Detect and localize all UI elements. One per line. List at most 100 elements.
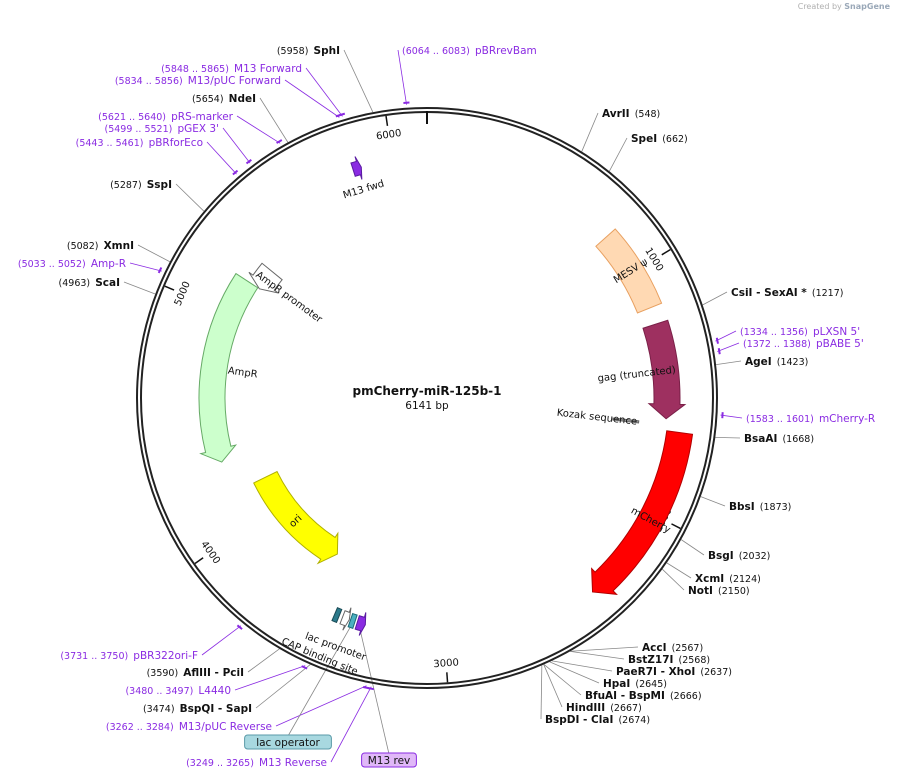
feature-lac-operator[interactable] bbox=[347, 612, 358, 629]
enzyme-leader-bsgi bbox=[680, 539, 705, 556]
scale-tick-6000 bbox=[385, 115, 389, 126]
scale-label-3000: 3000 bbox=[433, 657, 459, 670]
primer-label-pbr322ori-f[interactable]: (3731 .. 3750) pBR322ori-F bbox=[60, 644, 198, 663]
primer-site-plxsn-5 bbox=[715, 337, 719, 344]
enzyme-label-scai[interactable]: (4963) ScaI bbox=[59, 271, 120, 290]
feature-m13-fwd[interactable] bbox=[350, 156, 363, 180]
enzyme-label-noti[interactable]: NotI (2150) bbox=[688, 579, 750, 598]
enzyme-leader-hpai bbox=[549, 661, 600, 684]
enzyme-leader-xcmi bbox=[666, 562, 692, 579]
primer-label-m13-reverse[interactable]: (3249 .. 3265) M13 Reverse bbox=[186, 751, 327, 770]
primer-label-prs-marker[interactable]: (5621 .. 5640) pRS-marker bbox=[98, 105, 234, 124]
credit-prefix: Created by bbox=[797, 2, 842, 11]
primer-site-pbabe-5 bbox=[717, 348, 721, 355]
primer-label-plxsn-5[interactable]: (1334 .. 1356) pLXSN 5' bbox=[740, 320, 860, 339]
feature-lac-promoter[interactable] bbox=[339, 607, 352, 631]
enzyme-leader-sspi bbox=[175, 183, 205, 212]
enzyme-leader-xmni bbox=[137, 244, 171, 263]
primer-label-pbabe-5[interactable]: (1372 .. 1388) pBABE 5' bbox=[743, 332, 864, 351]
primer-label-pbrforeco[interactable]: (5443 .. 5461) pBRforEco bbox=[76, 131, 203, 150]
enzyme-label-bspqi-sapi[interactable]: (3474) BspQI - SapI bbox=[143, 697, 252, 716]
enzyme-label-afliii-pcii[interactable]: (3590) AflIII - PciI bbox=[147, 661, 244, 680]
primer-site-prs-marker bbox=[276, 139, 283, 144]
primer-leader-prs-marker bbox=[236, 115, 281, 144]
feature-ampr-promoter[interactable] bbox=[248, 262, 283, 294]
enzyme-label-spei[interactable]: SpeI (662) bbox=[631, 127, 688, 146]
primer-leader-pbrrevbam bbox=[397, 49, 407, 105]
enzyme-leader-sphi bbox=[343, 49, 374, 113]
enzyme-leader-ndei bbox=[259, 97, 289, 143]
box-label-m13-rev: M13 rev bbox=[368, 755, 411, 767]
snapgene-brand: SnapGene bbox=[844, 2, 890, 11]
feature-mcherry[interactable] bbox=[591, 430, 694, 596]
enzyme-label-bbsi[interactable]: BbsI (1873) bbox=[729, 495, 791, 514]
enzyme-label-bsaai[interactable]: BsaAI (1668) bbox=[744, 427, 814, 446]
enzyme-leader-spei bbox=[609, 137, 628, 172]
enzyme-label-paer7i-xhoi[interactable]: PaeR7I - XhoI (2637) bbox=[616, 660, 732, 679]
enzyme-leader-afliii-pcii bbox=[247, 648, 280, 673]
enzyme-leader-avrii bbox=[581, 112, 599, 152]
feature-kozak-sequence[interactable] bbox=[612, 417, 640, 424]
primer-leader-m13-puc-reverse bbox=[275, 685, 367, 727]
primer-label-l4440[interactable]: (3480 .. 3497) L4440 bbox=[125, 679, 231, 698]
primer-label-m13-puc-reverse[interactable]: (3262 .. 3284) M13/pUC Reverse bbox=[106, 715, 272, 734]
enzyme-label-acci[interactable]: AccI (2567) bbox=[642, 636, 703, 655]
primer-label-mcherry-r[interactable]: (1583 .. 1601) mCherry-R bbox=[746, 407, 875, 426]
feature-label-ampr: AmpR bbox=[227, 366, 258, 381]
primer-leader-mcherry-r bbox=[720, 414, 743, 419]
box-lac-operator[interactable] bbox=[244, 734, 332, 750]
enzyme-label-ndei[interactable]: (5654) NdeI bbox=[192, 87, 256, 106]
scale-tick-3000 bbox=[446, 672, 449, 683]
enzyme-leader-bstz17i bbox=[570, 650, 625, 660]
enzyme-label-xcmi[interactable]: XcmI (2124) bbox=[695, 567, 761, 586]
feature-ampr[interactable] bbox=[198, 272, 259, 463]
primer-leader-l4440 bbox=[234, 665, 306, 691]
enzyme-leader-paer7i-xhoi bbox=[551, 660, 613, 672]
primer-site-l4440 bbox=[301, 665, 308, 670]
scale-tick-4000 bbox=[194, 557, 204, 565]
enzyme-label-xmni[interactable]: (5082) XmnI bbox=[67, 234, 134, 253]
primer-label-m13-puc-forward[interactable]: (5834 .. 5856) M13/pUC Forward bbox=[115, 69, 281, 88]
primer-label-m13-forward[interactable]: (5848 .. 5865) M13 Forward bbox=[161, 57, 302, 76]
enzyme-label-bspdi-clai[interactable]: BspDI - ClaI (2674) bbox=[545, 708, 650, 727]
primer-leader-plxsn-5 bbox=[715, 330, 737, 342]
primer-label-pgex-3[interactable]: (5499 .. 5521) pGEX 3' bbox=[105, 117, 220, 136]
feature-m13-rev[interactable] bbox=[354, 612, 367, 636]
enzyme-label-bstz17i[interactable]: BstZ17I (2568) bbox=[628, 648, 710, 667]
enzyme-leader-bspqi-sapi bbox=[255, 664, 311, 709]
primer-label-pbrrevbam[interactable]: (6064 .. 6083) pBRrevBam bbox=[402, 39, 537, 58]
feature-mesv[interactable] bbox=[595, 228, 663, 314]
scale-tick-1000 bbox=[661, 248, 671, 256]
scale-tick-2000 bbox=[671, 523, 681, 530]
primer-label-amp-r[interactable]: (5033 .. 5052) Amp-R bbox=[18, 252, 126, 271]
scale-label-5000: 5000 bbox=[173, 280, 193, 308]
enzyme-label-avrii[interactable]: AvrII (548) bbox=[602, 102, 660, 121]
feature-label-ampr-promoter: AmpR promoter bbox=[253, 270, 324, 326]
feature-label-m13-fwd: M13 fwd bbox=[342, 178, 386, 201]
enzyme-label-csii-sexai[interactable]: CsiI - SexAI * (1217) bbox=[731, 281, 843, 300]
enzyme-leader-bspdi-clai bbox=[540, 665, 543, 720]
enzyme-label-sspi[interactable]: (5287) SspI bbox=[110, 173, 172, 192]
primer-leader-pgex-3 bbox=[222, 127, 251, 164]
primer-leader-m13-puc-forward bbox=[284, 79, 340, 118]
enzyme-leader-bfuai-bspmi bbox=[543, 664, 582, 696]
feature-cap-binding-site[interactable] bbox=[331, 607, 343, 624]
primer-leader-pbrforeco bbox=[206, 141, 237, 175]
primer-site-amp-r bbox=[157, 267, 163, 274]
box-m13-rev[interactable] bbox=[361, 752, 417, 768]
enzyme-label-agei[interactable]: AgeI (1423) bbox=[745, 350, 808, 369]
feature-gag-truncated[interactable] bbox=[642, 319, 687, 420]
enzyme-leader-scai bbox=[123, 281, 156, 295]
box-leader-lac-operator bbox=[287, 625, 352, 737]
enzyme-label-bsgi[interactable]: BsgI (2032) bbox=[708, 544, 770, 563]
enzyme-label-hindiii[interactable]: HindIII (2667) bbox=[566, 696, 642, 715]
feature-ori[interactable] bbox=[253, 470, 339, 565]
enzyme-leader-noti bbox=[662, 568, 685, 591]
enzyme-leader-acci bbox=[570, 646, 639, 652]
enzyme-leader-hindiii bbox=[543, 664, 563, 708]
enzyme-label-sphi[interactable]: (5958) SphI bbox=[277, 39, 340, 58]
enzyme-leader-agei bbox=[716, 360, 742, 366]
enzyme-label-hpai[interactable]: HpaI (2645) bbox=[603, 672, 667, 691]
enzyme-label-bfuai-bspmi[interactable]: BfuAI - BspMI (2666) bbox=[585, 684, 702, 703]
